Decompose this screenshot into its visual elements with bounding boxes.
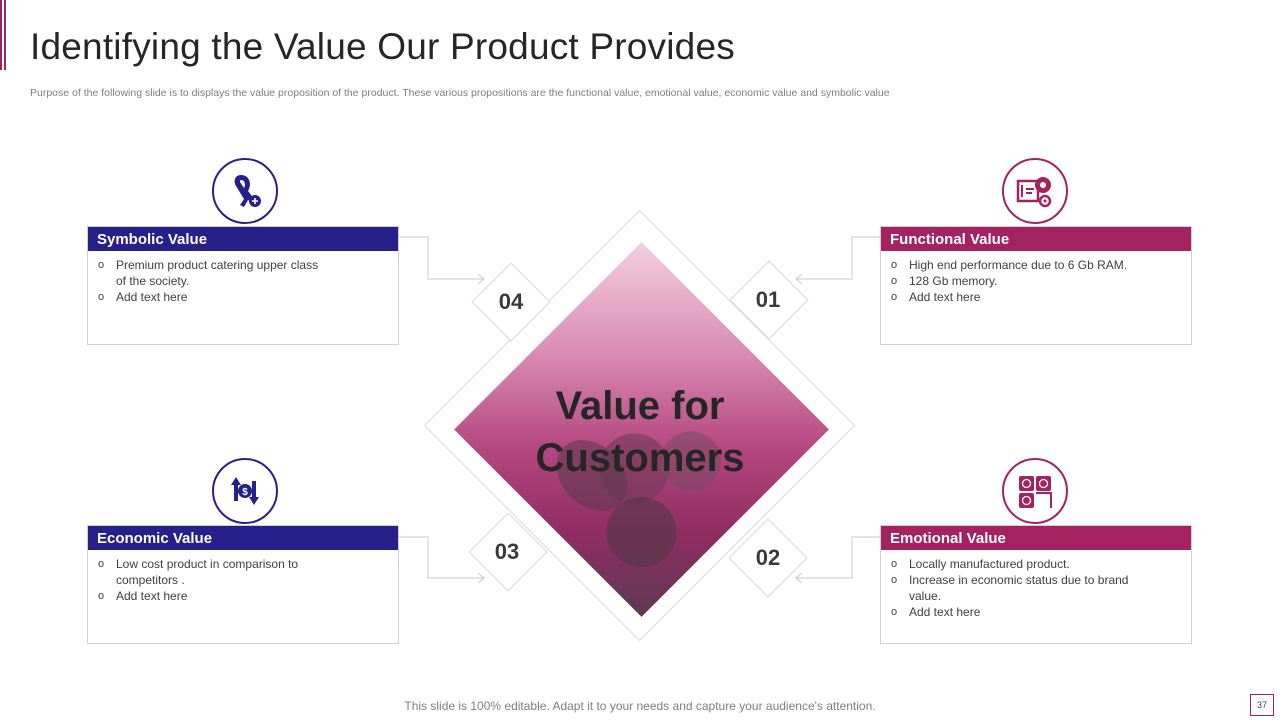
list-item: 128 Gb memory. bbox=[891, 273, 1181, 289]
economic-value-title: Economic Value bbox=[88, 526, 398, 550]
emotional-value-list: Locally manufactured product. Increase i… bbox=[881, 550, 1191, 620]
number-02: 02 bbox=[755, 545, 781, 570]
center-title-line2: Customers bbox=[535, 436, 745, 480]
symbolic-value-list: Premium product catering upper class of … bbox=[88, 251, 398, 305]
symbolic-value-card: Symbolic Value Premium product catering … bbox=[87, 226, 399, 345]
functional-value-list: High end performance due to 6 Gb RAM. 12… bbox=[881, 251, 1191, 305]
svg-text:$: $ bbox=[242, 487, 248, 498]
list-item: Add text here bbox=[98, 588, 388, 604]
economic-value-list: Low cost product in comparison to compet… bbox=[88, 550, 398, 604]
emotional-icon-circle bbox=[1002, 458, 1068, 524]
circuit-gear-icon bbox=[1016, 177, 1052, 208]
center-title: Value for Customers bbox=[500, 380, 780, 484]
number-04: 04 bbox=[498, 289, 524, 314]
symbolic-value-title: Symbolic Value bbox=[88, 227, 398, 251]
footer-note: This slide is 100% editable. Adapt it to… bbox=[404, 699, 876, 713]
list-item: Add text here bbox=[98, 289, 388, 305]
economic-value-card: Economic Value Low cost product in compa… bbox=[87, 525, 399, 644]
symbolic-icon-circle bbox=[212, 158, 278, 224]
economic-icon-circle: $ bbox=[212, 458, 278, 524]
list-item: Add text here bbox=[891, 289, 1181, 305]
page-title: Identifying the Value Our Product Provid… bbox=[30, 26, 735, 67]
number-01: 01 bbox=[755, 287, 781, 312]
emotion-faces-icon bbox=[1019, 476, 1052, 508]
functional-icon-circle bbox=[1002, 158, 1068, 224]
page-number: 37 bbox=[1250, 694, 1274, 716]
list-item: High end performance due to 6 Gb RAM. bbox=[891, 257, 1131, 273]
number-03: 03 bbox=[494, 539, 520, 564]
list-item: Low cost product in comparison to compet… bbox=[98, 556, 328, 588]
list-item: Increase in economic status due to brand… bbox=[891, 572, 1131, 604]
dollar-exchange-icon: $ bbox=[231, 477, 259, 505]
emotional-value-title: Emotional Value bbox=[881, 526, 1191, 550]
emotional-value-card: Emotional Value Locally manufactured pro… bbox=[880, 525, 1192, 644]
list-item: Locally manufactured product. bbox=[891, 556, 1181, 572]
ribbon-icon bbox=[234, 175, 261, 207]
title-accent-bar bbox=[0, 0, 6, 70]
list-item: Add text here bbox=[891, 604, 1181, 620]
center-title-line1: Value for bbox=[555, 384, 725, 428]
page-subtitle: Purpose of the following slide is to dis… bbox=[30, 87, 890, 99]
functional-value-card: Functional Value High end performance du… bbox=[880, 226, 1192, 345]
functional-value-title: Functional Value bbox=[881, 227, 1191, 251]
list-item: Premium product catering upper class of … bbox=[98, 257, 328, 289]
